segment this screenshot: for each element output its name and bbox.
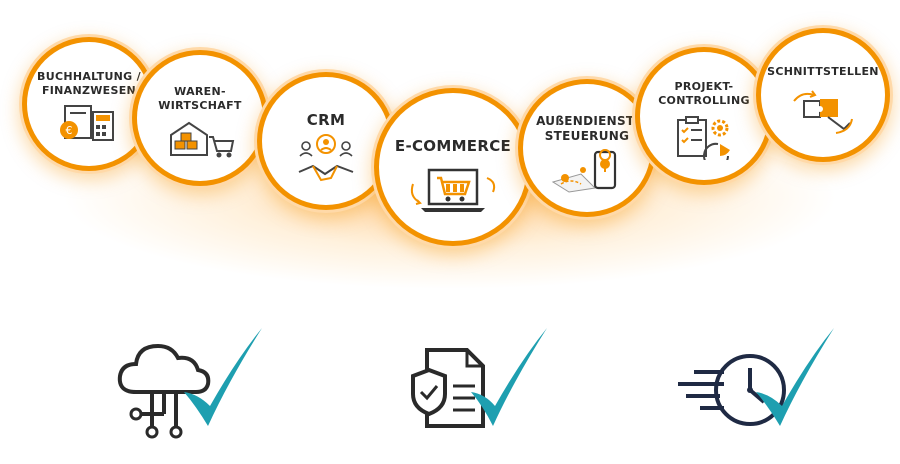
badge-cloud — [112, 322, 282, 442]
interfaces-icon — [788, 89, 858, 135]
module-projekt-controlling[interactable]: PROJEKT- CONTROLLING — [640, 52, 768, 180]
module-label: AUßENDIENST- STEUERUNG — [536, 114, 638, 143]
module-label: WAREN- WIRTSCHAFT — [158, 85, 242, 112]
fast-clock-icon — [676, 328, 846, 446]
module-label: BUCHHALTUNG / FINANZWESEN — [37, 70, 141, 97]
module-label: SCHNITTSTELLEN — [767, 65, 879, 78]
module-buchhaltung[interactable]: BUCHHALTUNG / FINANZWESEN € — [27, 42, 151, 166]
badge-fast-clock — [676, 322, 846, 442]
ecommerce-icon — [403, 162, 503, 222]
badge-security — [405, 322, 565, 442]
field-service-icon — [551, 148, 623, 194]
project-controlling-icon — [672, 115, 736, 160]
module-ecommerce[interactable]: E-COMMERCE — [379, 93, 527, 241]
module-schnittstellen[interactable]: SCHNITTSTELLEN — [761, 33, 885, 157]
module-label: E-COMMERCE — [394, 137, 512, 155]
module-aussendienststeuerung[interactable]: AUßENDIENST- STEUERUNG — [523, 84, 651, 212]
module-warenwirtschaft[interactable]: WAREN- WIRTSCHAFT — [137, 55, 263, 181]
accounting-icon: € — [59, 104, 119, 142]
svg-text:€: € — [66, 124, 73, 137]
cloud-network-icon — [112, 328, 282, 446]
module-crm[interactable]: CRM — [262, 77, 390, 205]
module-label: CRM — [306, 111, 346, 129]
crm-icon — [291, 133, 361, 188]
module-label: PROJEKT- CONTROLLING — [658, 80, 750, 107]
security-document-icon — [405, 328, 565, 446]
warehouse-icon — [165, 119, 235, 159]
